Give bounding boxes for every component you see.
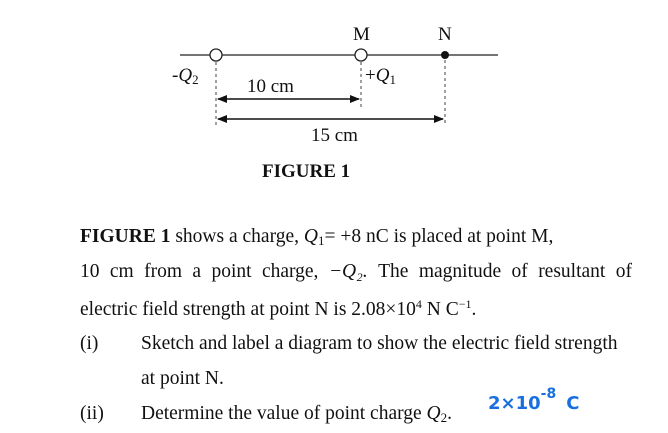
q2-inline-symbol: −Q₂.	[328, 261, 368, 282]
word: charge,	[261, 261, 319, 282]
word: The	[378, 261, 409, 282]
question-intro-line-3: electric field strength at point N is 2.…	[80, 298, 476, 320]
charge-line-diagram	[180, 48, 498, 126]
field-exponent: 4	[415, 297, 422, 311]
answer-mantissa: 2×10	[488, 393, 541, 414]
q1-subscript: 1	[389, 72, 396, 87]
q1-inline-subscript: 1	[317, 233, 325, 248]
word: a	[192, 261, 202, 282]
word: 10	[80, 261, 100, 282]
part-ii-number: (ii)	[80, 403, 104, 424]
part-ii-text-a: Determine the value of point charge	[141, 403, 427, 424]
q2-subscript: 2	[192, 72, 199, 87]
point-n-dot	[441, 51, 449, 59]
point-n-label: N	[438, 24, 452, 45]
point-m-label: M	[353, 24, 370, 45]
distance-label-10cm: 10 cm	[247, 76, 294, 97]
part-ii-text: Determine the value of point charge Q2.	[141, 404, 452, 424]
q1-label: +Q1	[365, 66, 396, 86]
intro-text-a: shows a charge,	[170, 226, 304, 247]
question-intro-line-2: 10 cm from a point charge, −Q₂. The magn…	[80, 262, 632, 282]
q1-charge-circle	[354, 48, 368, 62]
word: of	[615, 261, 632, 282]
q1-symbol: Q	[375, 65, 390, 86]
period: .	[471, 299, 477, 320]
part-i-number: (i)	[80, 333, 99, 354]
intro-text-b: = +8 nC is placed at point M,	[324, 226, 554, 247]
part-ii-period: .	[447, 403, 452, 424]
figure-reference: FIGURE 1	[80, 226, 171, 247]
figure-caption: FIGURE 1	[262, 161, 351, 182]
handwritten-answer: 2×10-8 C	[488, 386, 580, 414]
answer-exponent: -8	[540, 386, 557, 402]
figure-1-diagram: M N -Q2 +Q1 10 cm 15 cm FIGURE 1	[0, 0, 668, 200]
word: cm	[109, 261, 134, 282]
field-unit: N C	[421, 299, 459, 320]
word: from	[144, 261, 183, 282]
q2-charge-circle	[209, 48, 223, 62]
q1-inline-symbol: Q	[303, 226, 318, 247]
part-i-text-line-1: Sketch and label a diagram to show the e…	[141, 333, 618, 354]
distance-label-15cm: 15 cm	[311, 125, 358, 146]
q2-label: -Q2	[172, 66, 199, 86]
part-i-text-line-2: at point N.	[141, 368, 224, 389]
field-unit-exponent: −1	[458, 297, 472, 311]
q1-sign: +	[365, 65, 376, 86]
q2-part-subscript: 2	[440, 410, 448, 425]
question-intro-line-1: FIGURE 1 shows a charge, Q1= +8 nC is pl…	[80, 227, 553, 247]
word: magnitude	[418, 261, 502, 282]
answer-unit: C	[566, 393, 580, 414]
word: resultant	[538, 261, 606, 282]
q2-symbol: Q	[178, 65, 193, 86]
word: of	[511, 261, 528, 282]
word: point	[211, 261, 252, 282]
q2-sign: -	[172, 65, 179, 86]
q2-part-symbol: Q	[426, 403, 441, 424]
field-strength-text: electric field strength at point N is 2.…	[80, 299, 416, 320]
